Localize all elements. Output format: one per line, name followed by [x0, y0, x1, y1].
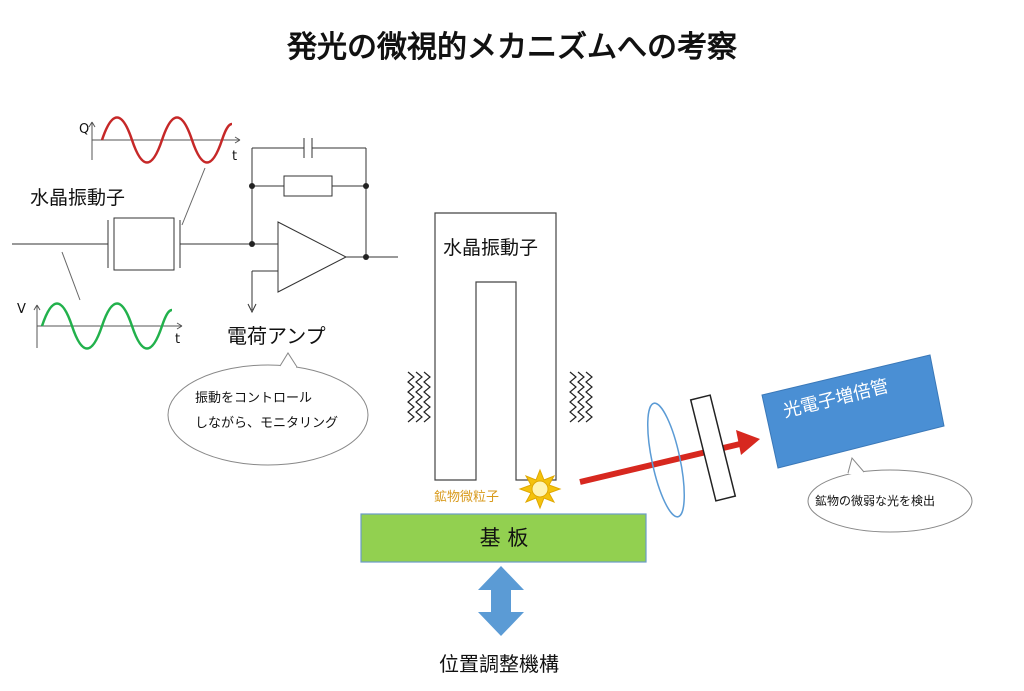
- detect-bubble-text: 鉱物の微弱な光を検出: [815, 494, 936, 508]
- charge-amp-label: 電荷アンプ: [227, 324, 326, 348]
- charge-pointer: [181, 167, 206, 226]
- lens: [647, 402, 685, 518]
- filter: [689, 394, 737, 502]
- time-axis-label: t: [232, 149, 238, 164]
- position-arrow: [478, 566, 524, 636]
- crystal-label: 水晶振動子: [30, 187, 126, 209]
- particle-label: 鉱物微粒子: [434, 490, 500, 505]
- voltage-axis-label: V: [17, 302, 26, 317]
- charge-waveform: [88, 116, 241, 164]
- tuning-fork-label: 水晶振動子: [443, 237, 539, 259]
- light-beam-head: [736, 430, 760, 455]
- crystal-symbol: [113, 217, 175, 271]
- amplifier-triangle: [277, 221, 348, 293]
- substrate: [360, 513, 647, 563]
- voltage-pointer: [61, 251, 81, 301]
- control-bubble: [167, 352, 369, 466]
- photomultiplier-tube: [761, 354, 945, 469]
- resistor: [283, 175, 333, 197]
- spark-icon: [518, 468, 562, 510]
- substrate-label: 基 板: [479, 526, 529, 550]
- charge-wave-line: [100, 116, 233, 164]
- charge-axis-label: Q: [79, 122, 90, 137]
- circuit-nodes: [249, 183, 369, 260]
- page-title: 発光の微視的メカニズムへの考察: [287, 30, 737, 65]
- voltage-waveform: [33, 302, 183, 350]
- stage-label: 位置調整機構: [439, 652, 559, 676]
- bubble-line: しながら、モニタリング: [195, 416, 339, 431]
- tuning-fork: [434, 212, 557, 481]
- detect-bubble: [807, 456, 973, 533]
- charge-amp-circuit: [12, 138, 398, 314]
- time-axis-label: t: [175, 332, 181, 347]
- control-bubble-text: 振動をコントロール しながら、モニタリング: [195, 386, 338, 436]
- voltage-wave-line: [40, 302, 173, 350]
- bubble-line: 振動をコントロール: [195, 391, 313, 406]
- vibration-marks: [407, 371, 593, 423]
